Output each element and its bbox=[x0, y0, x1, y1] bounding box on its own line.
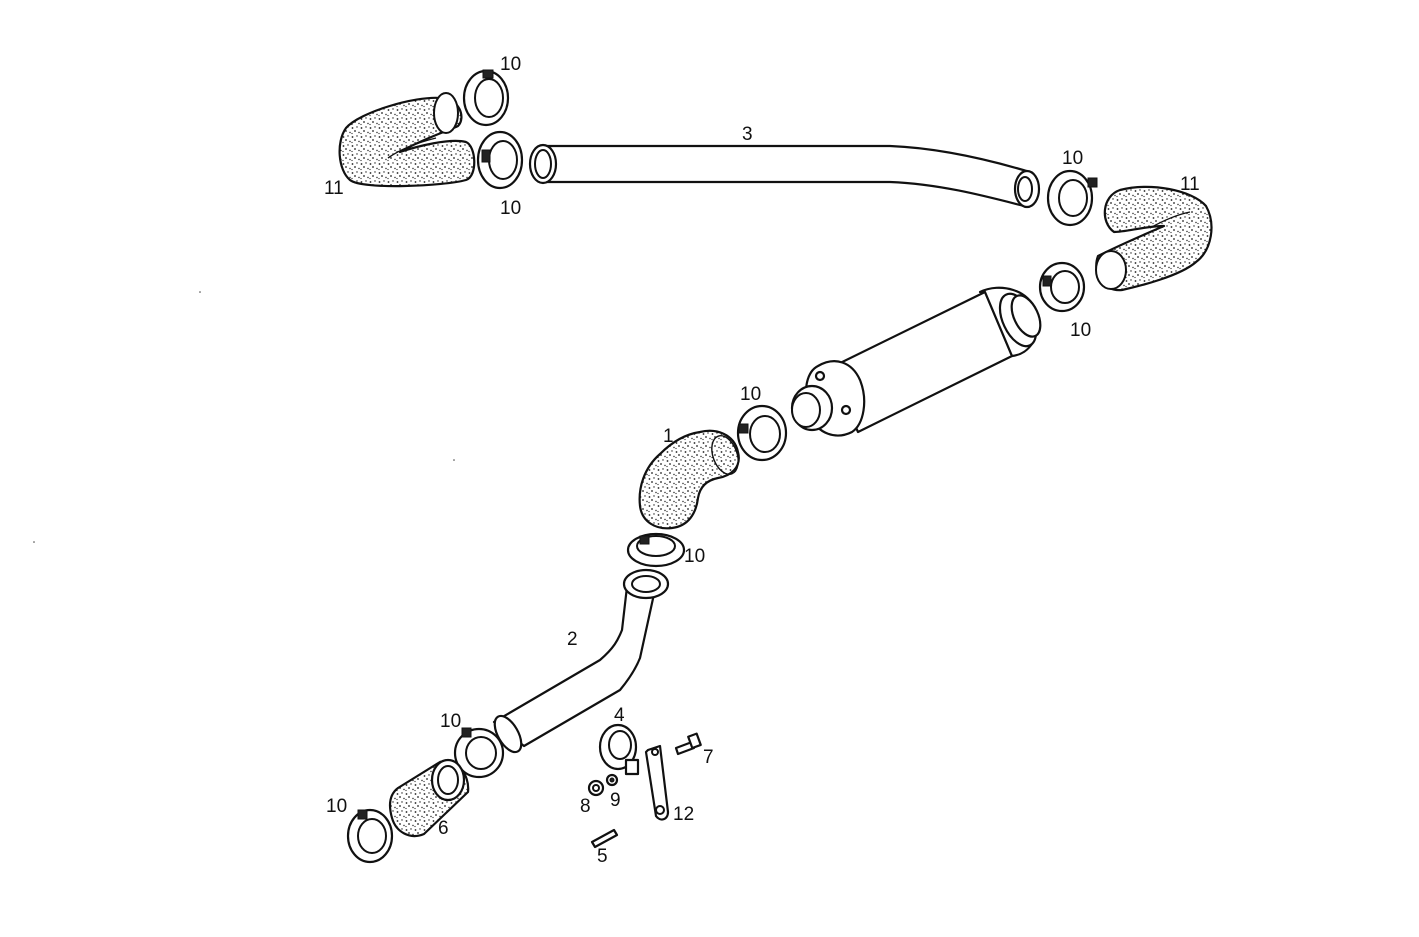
foam-bend-part-1 bbox=[638, 429, 740, 530]
washer-part-9 bbox=[605, 773, 619, 787]
callout-label-4: 4 bbox=[614, 705, 625, 726]
bracket-clamp-part-4 bbox=[598, 723, 640, 776]
hose-clamp-part-10-c bbox=[1046, 169, 1098, 227]
callout-label-11-left: 11 bbox=[324, 178, 344, 199]
hose-clamp-part-10-f bbox=[626, 532, 686, 568]
callout-label-10-b: 10 bbox=[500, 198, 521, 219]
foam-sleeve-part-6 bbox=[388, 758, 470, 838]
callout-label-9: 9 bbox=[610, 790, 621, 811]
callout-label-10-e: 10 bbox=[740, 384, 761, 405]
callout-label-7: 7 bbox=[703, 747, 714, 768]
callout-labels: 10 11 10 3 10 11 10 10 1 10 2 10 4 7 8 9… bbox=[324, 54, 1200, 867]
muffler bbox=[790, 286, 1042, 437]
foam-elbow-right-part-11 bbox=[1095, 185, 1213, 292]
callout-label-10-g: 10 bbox=[440, 711, 461, 732]
nut-part-8 bbox=[587, 779, 605, 797]
stud-part-5 bbox=[590, 828, 619, 849]
callout-label-10-c: 10 bbox=[1062, 148, 1083, 169]
callout-label-10-f: 10 bbox=[684, 546, 705, 567]
callout-label-6: 6 bbox=[438, 818, 449, 839]
callout-label-8: 8 bbox=[580, 796, 591, 817]
bolt-part-7 bbox=[674, 732, 702, 756]
strap-bracket-part-12 bbox=[644, 744, 670, 821]
scan-specks bbox=[33, 291, 455, 543]
callout-label-2: 2 bbox=[567, 629, 578, 650]
callout-label-5: 5 bbox=[597, 846, 608, 867]
foam-elbow-left-part-11 bbox=[338, 92, 476, 188]
callout-label-10-d: 10 bbox=[1070, 320, 1091, 341]
hose-clamp-part-10-b bbox=[476, 130, 524, 190]
callout-label-11-right: 11 bbox=[1180, 174, 1200, 195]
exhaust-pipe-part-2 bbox=[492, 568, 670, 754]
hose-clamp-part-10-g bbox=[453, 727, 505, 779]
callout-label-12: 12 bbox=[673, 804, 694, 825]
callout-label-1: 1 bbox=[663, 426, 674, 447]
callout-label-3: 3 bbox=[742, 124, 753, 145]
callout-label-10-a: 10 bbox=[500, 54, 521, 75]
callout-label-10-h: 10 bbox=[326, 796, 347, 817]
hose-clamp-part-10-d bbox=[1038, 261, 1086, 313]
hose-clamp-part-10-a bbox=[462, 69, 510, 127]
hose-clamp-part-10-h bbox=[346, 808, 394, 864]
hose-clamp-part-10-e bbox=[736, 404, 788, 462]
exhaust-pipe-part-3 bbox=[528, 143, 1041, 209]
